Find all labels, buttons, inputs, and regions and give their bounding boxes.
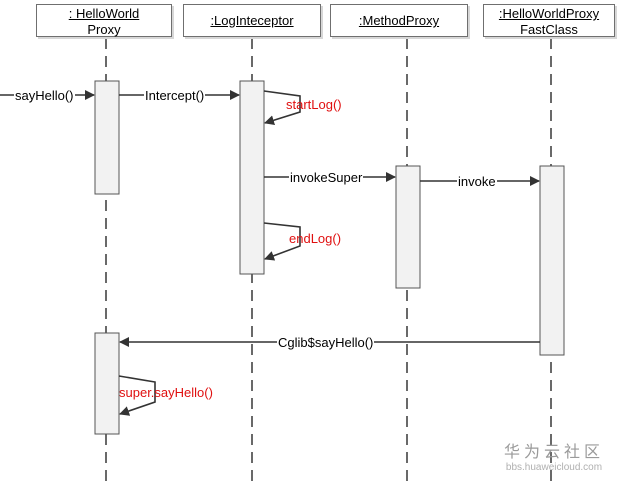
message-label-invoke: invoke [457,174,497,189]
activation-helloworld-2 [94,332,120,435]
participant-fastclass: :HelloWorldProxy FastClass [483,4,615,37]
participant-loginteceptor: :LogInteceptor [183,4,321,37]
message-label-super-say-hello: super.sayHello() [119,385,213,400]
arrow-super-say-hello [118,375,156,416]
message-label-start-log: startLog() [286,97,342,112]
watermark-url: bbs.huaweicloud.com [505,462,603,473]
watermark: 华为云社区 bbs.huaweicloud.com [498,444,610,474]
message-label-intercept: Intercept() [144,88,206,103]
participant-name-line2: Proxy [87,22,121,37]
message-label-cglib-say-hello: Cglib$sayHello() [277,335,375,350]
arrow-end-log [263,222,301,261]
message-label-invoke-super: invokeSuper [289,170,364,185]
participant-name: :MethodProxy [358,13,440,28]
participant-name: :HelloWorldProxy [498,6,600,21]
activation-fastclass [539,165,565,356]
activation-helloworld-1 [94,80,120,195]
arrow-start-log [263,90,301,126]
watermark-brand: 华为云社区 [503,444,604,461]
participant-name: : HelloWorld [68,6,140,21]
participant-helloworld-proxy: : HelloWorld Proxy [36,4,172,37]
participant-methodproxy: :MethodProxy [330,4,468,37]
participant-name-line2: FastClass [520,22,578,37]
message-label-say-hello: sayHello() [14,88,75,103]
activation-methodproxy [395,165,421,289]
participant-name: :LogInteceptor [210,13,294,28]
message-label-end-log: endLog() [289,231,342,246]
activation-loginteceptor [239,80,265,275]
